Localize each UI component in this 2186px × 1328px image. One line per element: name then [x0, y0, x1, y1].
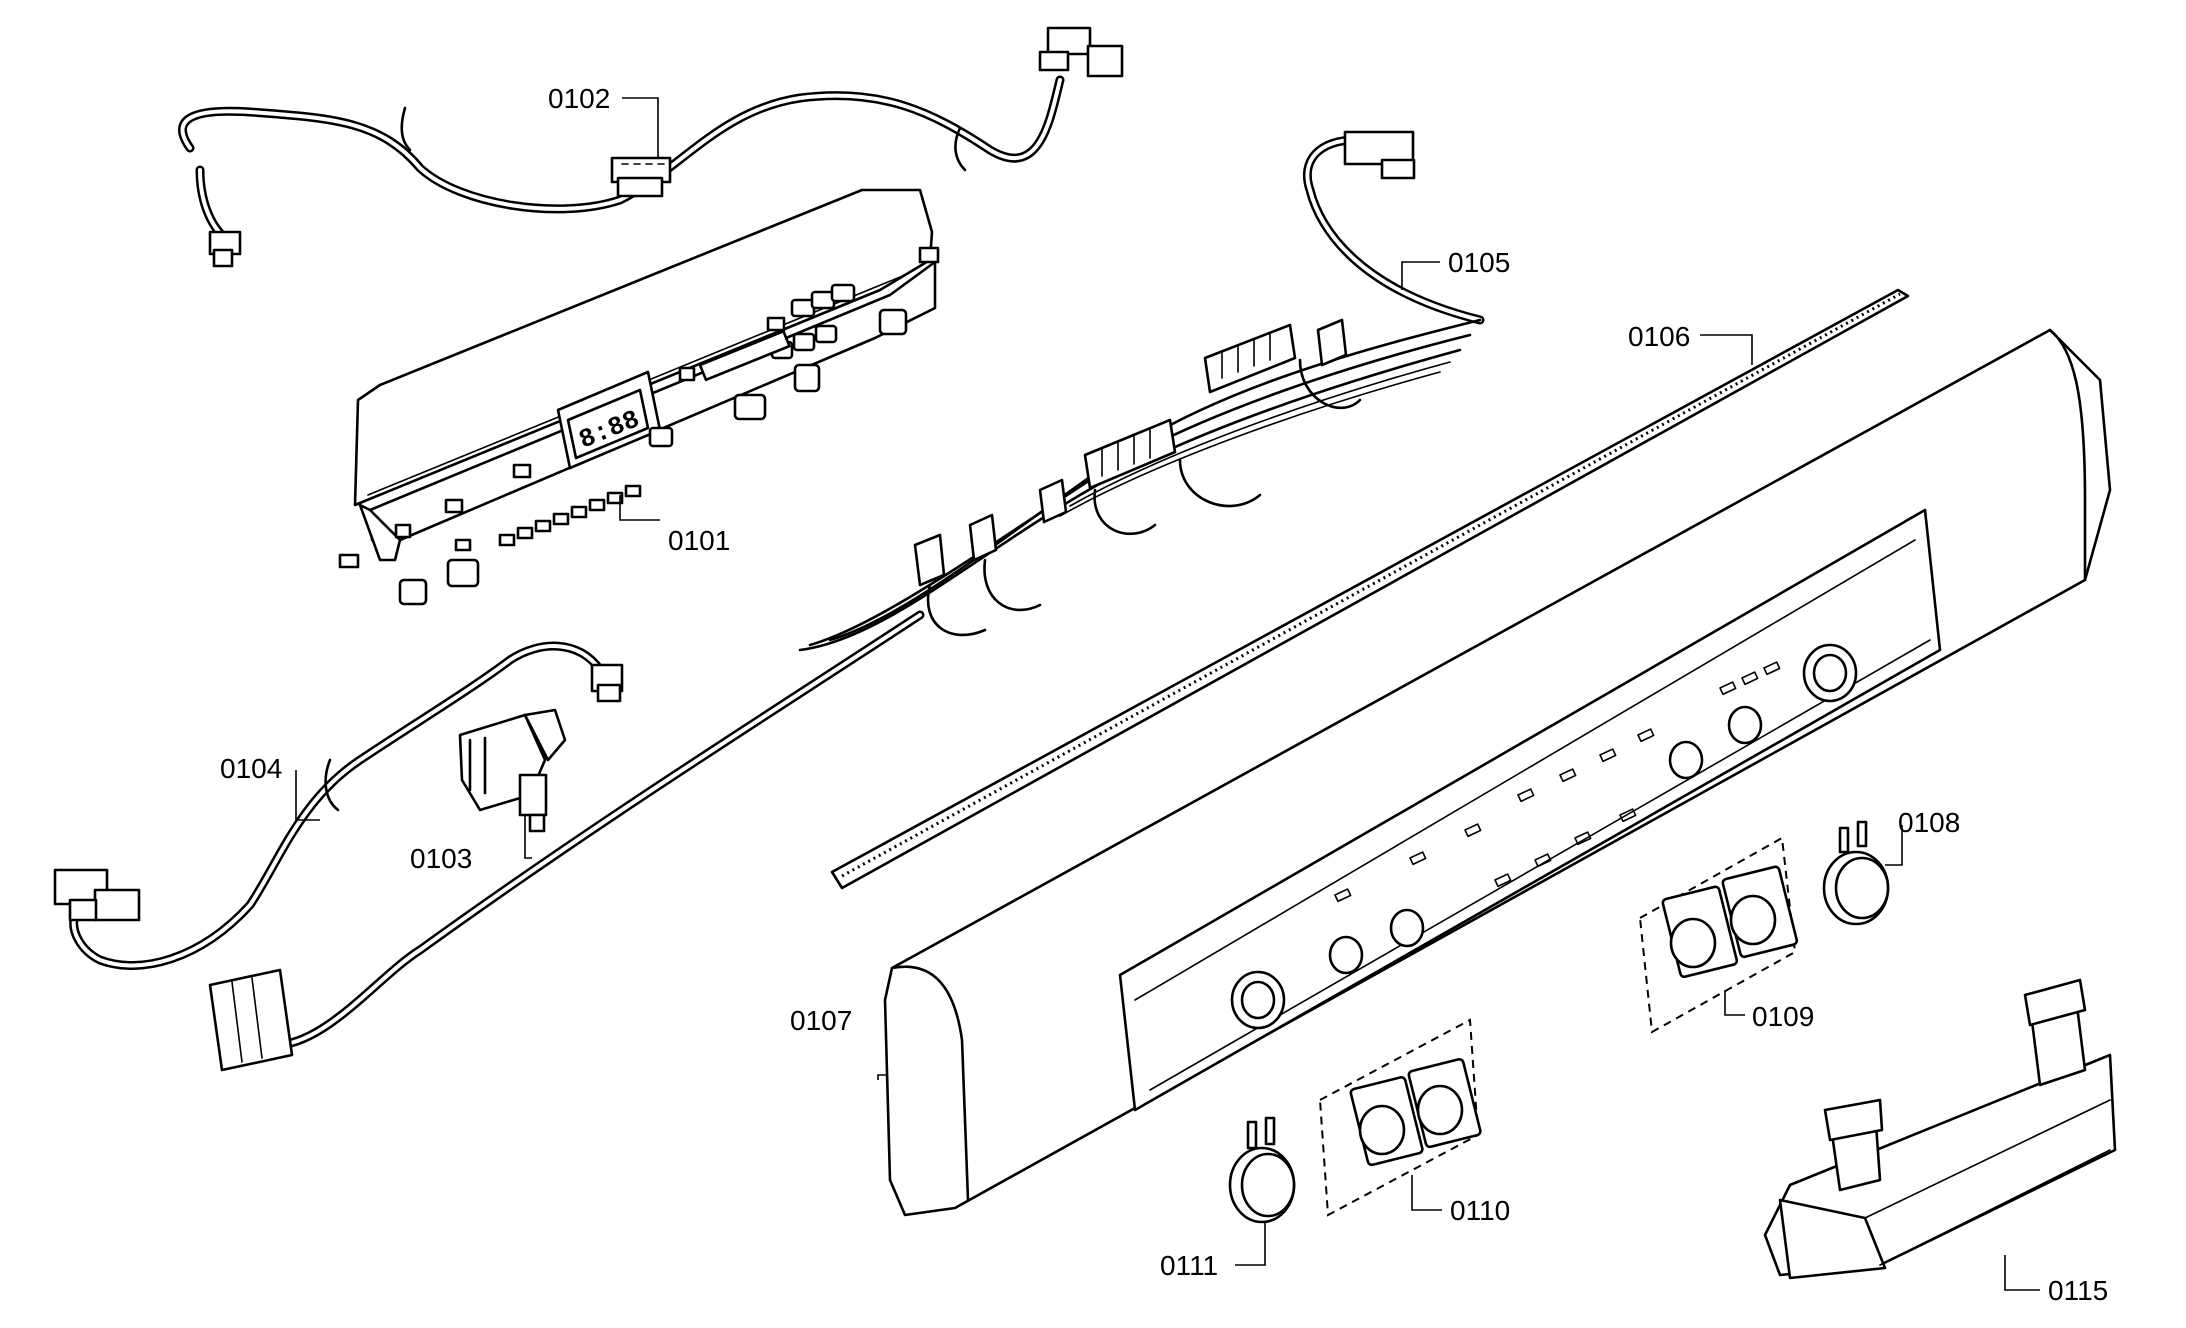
label-0105: 0105: [1448, 247, 1510, 278]
wire-harness-0104: [53, 641, 624, 970]
panel-indicator-slots: [1334, 661, 1781, 903]
label-0115: 0115: [2048, 1275, 2108, 1306]
label-0109: 0109: [1752, 1001, 1814, 1032]
knob-pair-0109: [1638, 836, 1799, 1034]
long-cable: [208, 610, 925, 1072]
seal-strip-0106: [830, 288, 1910, 890]
control-board-0101: 8:88: [338, 188, 940, 606]
label-0111: 0111: [1160, 1250, 1218, 1281]
board-leds: [394, 316, 791, 552]
label-0103: 0103: [410, 843, 472, 874]
knob-0108: [1822, 820, 1890, 926]
ribbon-connectors: [913, 318, 1348, 587]
label-0108: 0108: [1898, 807, 1960, 838]
control-panel-0107: [883, 328, 2112, 1217]
label-0106: 0106: [1628, 321, 1690, 352]
knob-pair-0110: [1318, 1018, 1482, 1217]
leader-lines: [295, 97, 2040, 1291]
label-0110: 0110: [1450, 1195, 1510, 1226]
part-labels: 0102 0101 0105 0106 0104 0103 0107 0108 …: [220, 83, 2108, 1306]
switch-0103: [458, 708, 567, 833]
board-buttons: [398, 283, 908, 606]
label-0107: 0107: [790, 1005, 852, 1036]
bracket-0115: [1763, 978, 2117, 1280]
wire-harness-0102: [178, 26, 1124, 268]
label-0101: 0101: [668, 525, 730, 556]
wire-harness-0105: [798, 130, 1485, 652]
panel-openings: [1230, 643, 1858, 1030]
label-0104: 0104: [220, 753, 282, 784]
label-0102: 0102: [548, 83, 610, 114]
knob-0111: [1228, 1116, 1296, 1224]
